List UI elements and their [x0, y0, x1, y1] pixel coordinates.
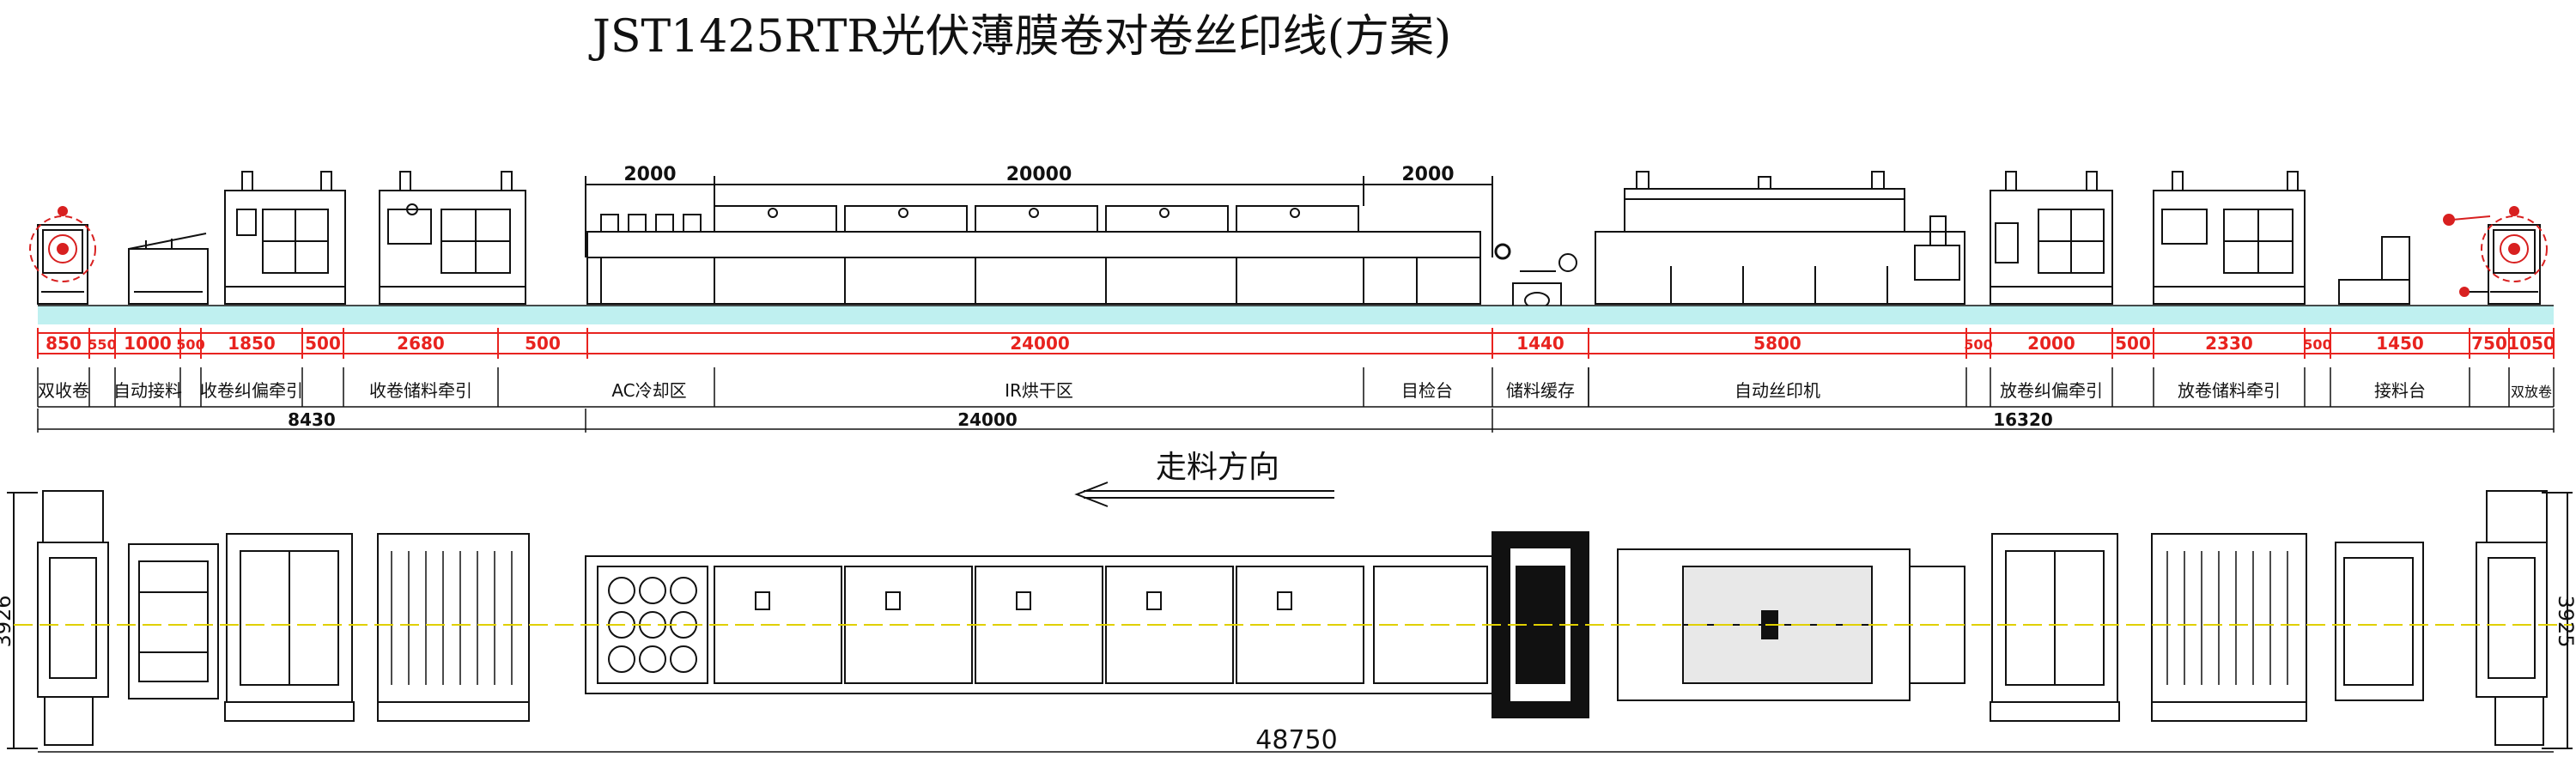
segment-label: 收卷储料牵引 — [369, 380, 472, 401]
double-unwinder-right — [2459, 206, 2548, 305]
width-label-left: 3926 — [0, 595, 15, 647]
segment-value: 24000 — [1010, 333, 1070, 354]
plan-splicer-left — [128, 543, 219, 699]
segment-value: 2330 — [2205, 333, 2253, 354]
segment-label: 接料台 — [2374, 380, 2426, 401]
segment-value: 2680 — [397, 333, 445, 354]
plan-view — [7, 490, 2573, 749]
segment-label: 双收卷 — [38, 380, 89, 401]
unwind-accumulator-cabinet — [2153, 171, 2306, 305]
segment-label: 放卷纠偏牵引 — [2000, 380, 2103, 401]
segment-value: 2000 — [2027, 333, 2075, 354]
segment-value: 1850 — [228, 333, 276, 354]
zone-label-ac-cooling: AC冷却区 — [611, 380, 686, 401]
segment-label: 收卷纠偏牵引 — [200, 380, 303, 401]
splicing-table-right — [2338, 214, 2491, 305]
unwind-guide-traction-cabinet — [1990, 171, 2113, 305]
segment-value: 5800 — [1753, 333, 1801, 354]
segment-value: 500 — [176, 336, 204, 353]
plan-unwind-guide — [1990, 533, 2120, 722]
top-dim-2000-right: 2000 — [1401, 164, 1454, 185]
plan-rewind-guide — [224, 533, 355, 722]
segment-value: 500 — [525, 333, 561, 354]
total-length-label: 48750 — [1255, 725, 1337, 755]
label-row — [37, 367, 2555, 408]
segment-label: 自动接料 — [113, 380, 182, 401]
rewind-accumulator-cabinet — [379, 171, 526, 305]
screen-printer — [1595, 171, 1965, 305]
top-dimension-2000-left — [585, 176, 715, 257]
segment-value: 1000 — [124, 333, 172, 354]
plan-unwind-accumulator — [2151, 533, 2307, 722]
segment-label: 自动丝印机 — [1735, 380, 1820, 401]
segment-value: 1450 — [2376, 333, 2424, 354]
floor-band — [38, 306, 2554, 324]
segment-label: 储料缓存 — [1506, 380, 1575, 401]
group-total-left: 8430 — [288, 409, 336, 430]
group-total-right: 16320 — [1993, 409, 2053, 430]
top-dim-2000-left: 2000 — [623, 164, 676, 185]
plan-rewinder-left — [37, 490, 109, 746]
width-label-right: 3925 — [2554, 595, 2576, 647]
drawing-title: JST1425RTR光伏薄膜卷对卷丝印线(方案) — [592, 11, 1452, 63]
oven-tunnel — [586, 205, 1511, 305]
top-dimension-20000 — [714, 176, 1364, 206]
segment-value: 550 — [88, 336, 116, 353]
segment-labels: 双收卷 自动接料收卷纠偏牵引 收卷储料牵引 储料缓存 自动丝印机 放卷纠偏牵引 放卷储料牵引… — [38, 380, 2552, 401]
segment-label: 放卷储料牵引 — [2178, 380, 2281, 401]
group-totals — [37, 409, 2555, 433]
segment-value: 500 — [1964, 336, 1992, 353]
group-total-middle: 24000 — [957, 409, 1018, 430]
segment-value: 500 — [2303, 336, 2331, 353]
flow-direction-label: 走料方向 — [1156, 450, 1279, 485]
plan-splicing-table-right — [2335, 542, 2424, 701]
segment-value: 500 — [2115, 333, 2151, 354]
segment-value: 1440 — [1516, 333, 1564, 354]
segment-value: 500 — [305, 333, 341, 354]
segment-value: 1050 — [2507, 333, 2555, 354]
zone-label-inspection: 目检台 — [1401, 380, 1453, 401]
auto-splicer-left — [128, 233, 209, 305]
flow-direction-arrow — [1074, 481, 1334, 507]
segment-value: 750 — [2471, 333, 2507, 354]
top-dimension-2000-right — [1364, 176, 1493, 257]
red-dimension-band — [37, 328, 2555, 359]
elevation-view — [29, 171, 2548, 318]
plan-unwinder-right — [2476, 490, 2548, 746]
rewind-guide-traction-cabinet — [224, 171, 346, 305]
top-dim-20000: 20000 — [1006, 164, 1072, 185]
plan-rewind-accumulator — [377, 533, 530, 722]
buffer-accumulator — [1512, 253, 1577, 318]
double-rewinder-left — [29, 206, 96, 305]
zone-label-ir-drying: IR烘干区 — [1005, 380, 1073, 401]
segment-value: 850 — [46, 333, 82, 354]
segment-label: 双放卷 — [2511, 384, 2552, 400]
